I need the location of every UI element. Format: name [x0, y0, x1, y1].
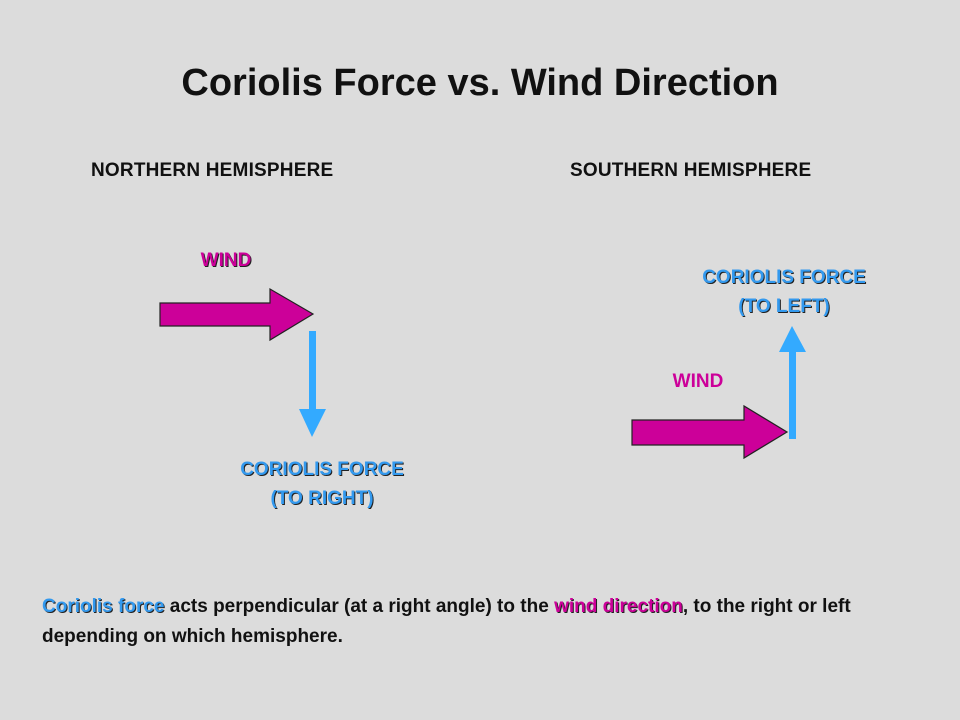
southern-wind-arrow: [631, 404, 789, 460]
northern-hemisphere-heading: NORTHERN HEMISPHERE: [91, 160, 334, 181]
northern-coriolis-arrow: [299, 331, 326, 437]
northern-wind-label: WIND: [200, 250, 252, 271]
southern-coriolis-label-line2: (TO LEFT): [738, 296, 830, 317]
southern-coriolis-label: CORIOLIS FORCE (TO LEFT): [670, 263, 898, 321]
northern-coriolis-label-line2: (TO RIGHT): [270, 488, 374, 509]
southern-hemisphere-heading: SOUTHERN HEMISPHERE: [570, 160, 812, 181]
northern-wind-arrow: [159, 287, 315, 342]
caption-coriolis-term: Coriolis force: [42, 596, 165, 617]
caption: Coriolis force acts perpendicular (at a …: [42, 592, 922, 652]
northern-coriolis-label-line1: CORIOLIS FORCE: [240, 459, 404, 480]
southern-coriolis-label-line1: CORIOLIS FORCE: [702, 267, 866, 288]
page-title: Coriolis Force vs. Wind Direction: [181, 62, 779, 104]
southern-wind-label: WIND: [672, 371, 724, 392]
caption-wind-term: wind direction: [554, 596, 683, 617]
southern-coriolis-arrow: [779, 326, 806, 439]
caption-part1: acts perpendicular (at a right angle) to…: [164, 596, 555, 617]
caption-part2: , to the right or left depending on whic…: [42, 596, 851, 647]
northern-coriolis-label: CORIOLIS FORCE (TO RIGHT): [208, 455, 436, 513]
